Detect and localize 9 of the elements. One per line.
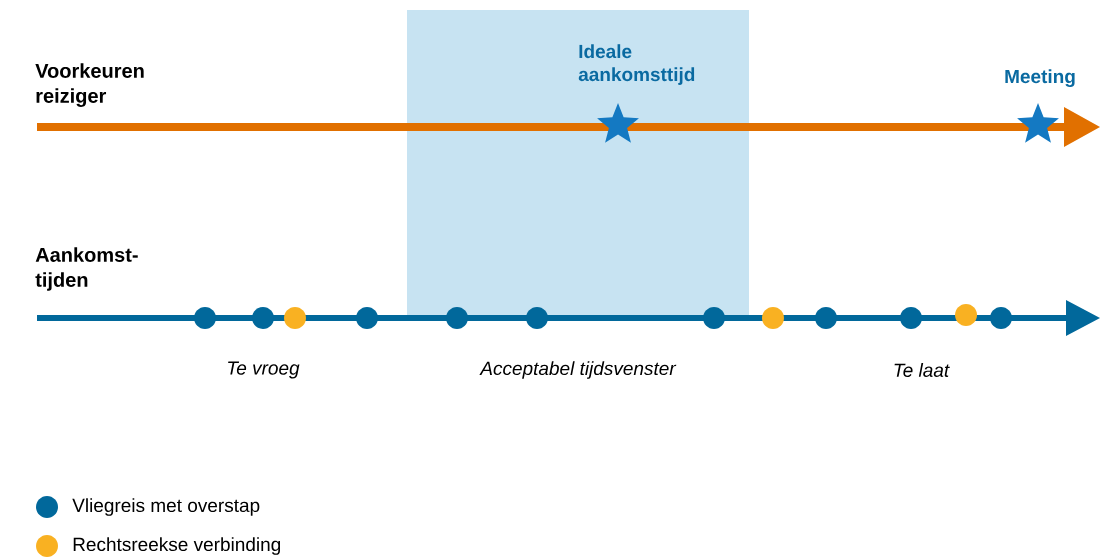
zone-label: Te vroeg bbox=[228, 361, 300, 379]
heading-label: Ideale aankomsttijd bbox=[578, 44, 695, 85]
zone-label: Te laat bbox=[894, 363, 950, 377]
legend-label: Vliegreis met overstap bbox=[72, 498, 260, 516]
legend-label: Rechtsreekse verbinding bbox=[73, 537, 281, 555]
axis-label: Voorkeuren reiziger bbox=[35, 63, 144, 107]
axis-label: Aankomst- tijden bbox=[35, 247, 138, 291]
heading-label: Meeting bbox=[1005, 69, 1075, 87]
zone-label: Acceptabel tijdsvenster bbox=[479, 361, 677, 379]
